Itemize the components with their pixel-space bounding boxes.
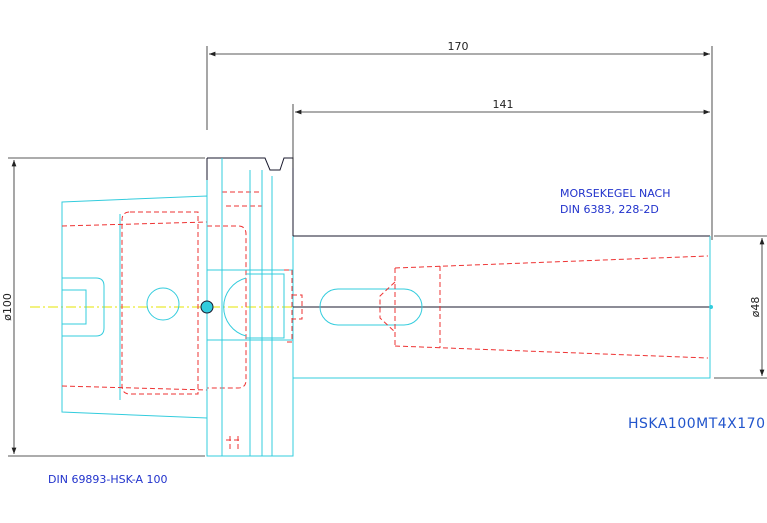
dimension-flange-diameter: ø100 [1,157,205,457]
morse-taper-hidden [379,255,709,359]
part-code: HSKA100MT4X170 [628,416,766,432]
dimension-overall-length: 170 [206,40,713,240]
taper-note-line1: MORSEKEGEL NACH [560,187,671,200]
flange [200,157,303,457]
tool-body [292,170,713,379]
hidden-lines-shank [61,191,262,452]
taper-note-line2: DIN 6383, 228-2D [560,203,659,216]
shank-length-label: 141 [493,98,514,111]
dimension-shank-length: 141 [292,98,710,168]
overall-length-label: 170 [448,40,469,53]
center-marker [200,300,214,314]
dimension-shank-diameter: ø48 [714,235,767,379]
flange-diameter-label: ø100 [1,293,14,321]
shank-diameter-label: ø48 [749,297,762,318]
interface-standard-note: DIN 69893-HSK-A 100 [48,473,167,486]
